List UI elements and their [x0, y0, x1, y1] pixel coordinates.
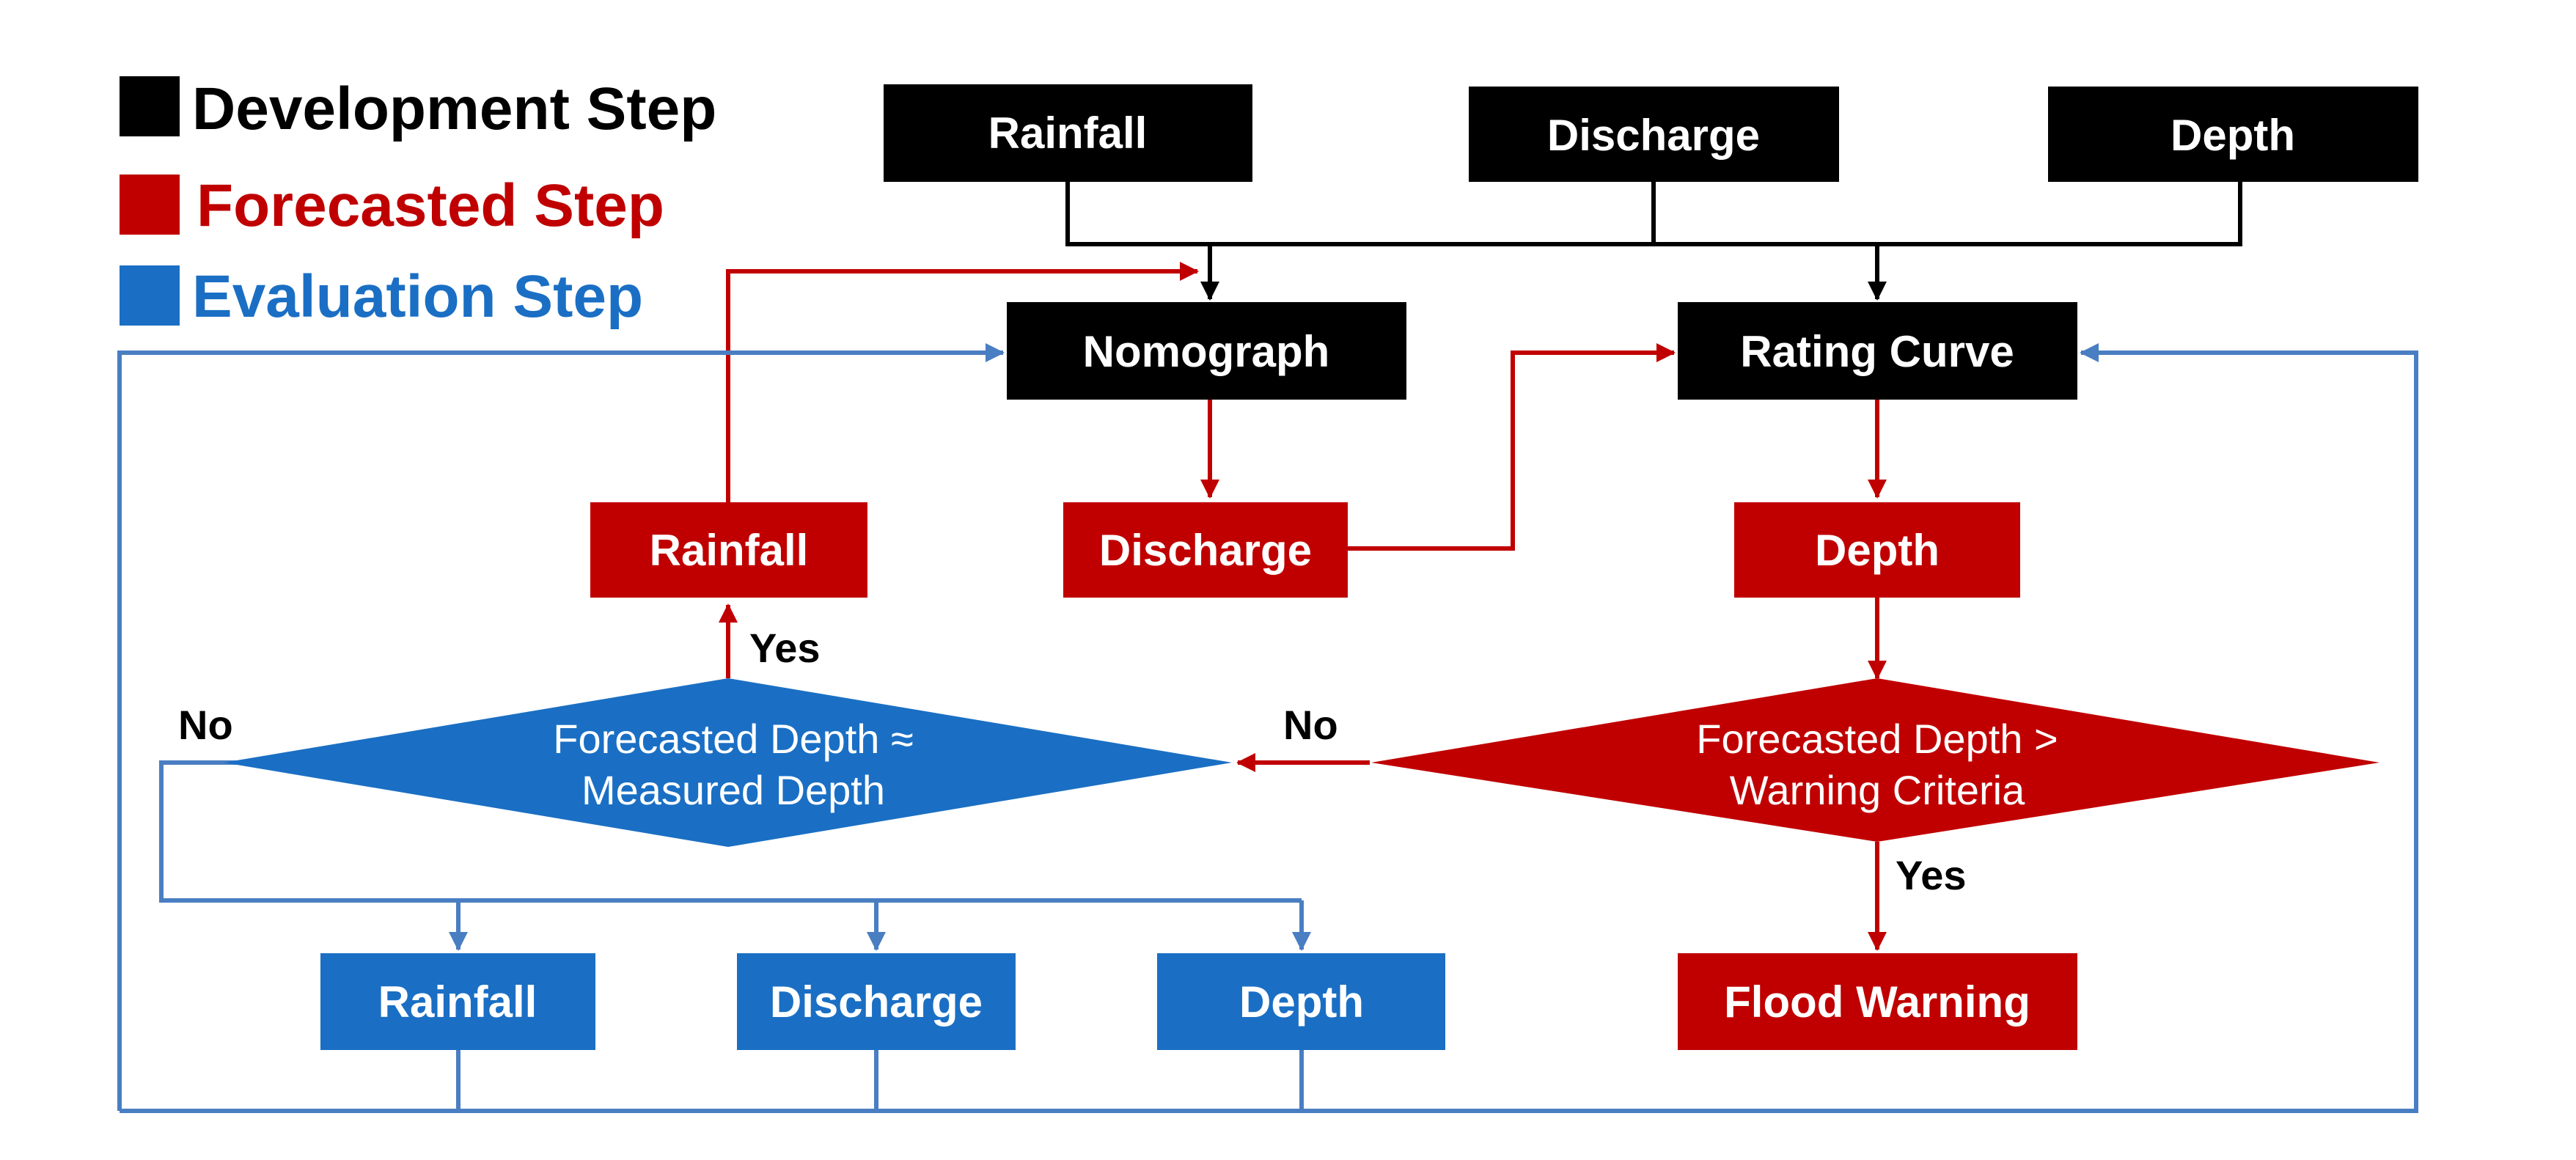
yes-warning-label: Yes	[1896, 852, 1967, 898]
dev-discharge-box	[1469, 87, 1839, 182]
forecast-rainfall-box	[590, 502, 867, 598]
yes-evaluation-label: Yes	[749, 625, 821, 671]
warning-decision-diamond	[1371, 678, 2379, 842]
warning-decision-line2: Warning Criteria	[1730, 767, 2025, 813]
warning-decision: Forecasted Depth > Warning Criteria	[1371, 678, 2379, 842]
eval-discharge-box	[737, 953, 1016, 1050]
dev-discharge-label: Discharge	[1547, 111, 1760, 160]
eval-rainfall-label: Rainfall	[378, 977, 537, 1027]
nomograph-box	[1007, 302, 1406, 400]
evaluation-decision: Forecasted Depth ≈ Measured Depth	[224, 678, 1232, 847]
legend: Development Step Forecasted Step Evaluat…	[120, 76, 716, 330]
development-nodes: Rainfall Discharge Depth Nomograph Ratin…	[884, 84, 2418, 400]
eval-depth-box	[1157, 953, 1445, 1050]
legend-label-development: Development Step	[192, 76, 716, 142]
flood-warning-label: Flood Warning	[1724, 977, 2030, 1027]
evaluation-decision-diamond	[224, 678, 1232, 847]
forecast-connectors	[719, 262, 1887, 951]
dev-depth-box	[2048, 87, 2418, 182]
rating-curve-box	[1678, 302, 2077, 400]
no-warning-label: No	[1283, 702, 1338, 748]
eval-discharge-label: Discharge	[770, 977, 983, 1027]
forecast-discharge-label: Discharge	[1099, 526, 1312, 575]
no-evaluation-label: No	[178, 702, 233, 748]
forecast-discharge-box	[1063, 502, 1348, 598]
forecast-rainfall-label: Rainfall	[650, 526, 809, 575]
legend-label-evaluation: Evaluation Step	[192, 263, 643, 330]
rating-curve-label: Rating Curve	[1740, 327, 2014, 376]
evaluation-connectors	[117, 343, 2418, 1113]
evaluation-nodes: Rainfall Discharge Depth	[320, 953, 1445, 1050]
dev-rainfall-box	[884, 84, 1252, 182]
flood-warning-box	[1678, 953, 2077, 1050]
nomograph-label: Nomograph	[1083, 327, 1330, 376]
forecast-depth-box	[1734, 502, 2020, 598]
legend-swatch-forecasted	[120, 175, 180, 235]
legend-label-forecasted: Forecasted Step	[197, 172, 664, 239]
eval-rainfall-box	[320, 953, 595, 1050]
evaluation-decision-line2: Measured Depth	[581, 767, 885, 813]
branch-labels: Yes No No Yes	[178, 625, 1967, 898]
development-connectors	[1065, 182, 2242, 301]
evaluation-decision-line1: Forecasted Depth ≈	[553, 716, 913, 762]
legend-swatch-development	[120, 76, 180, 136]
dev-rainfall-label: Rainfall	[988, 109, 1148, 158]
dev-depth-label: Depth	[2170, 111, 2295, 160]
forecast-depth-label: Depth	[1815, 526, 1940, 575]
eval-depth-label: Depth	[1239, 977, 1364, 1027]
warning-decision-line1: Forecasted Depth >	[1696, 716, 2058, 762]
legend-swatch-evaluation	[120, 265, 180, 326]
forecast-nodes: Rainfall Discharge Depth Flood Warning	[590, 502, 2077, 1050]
